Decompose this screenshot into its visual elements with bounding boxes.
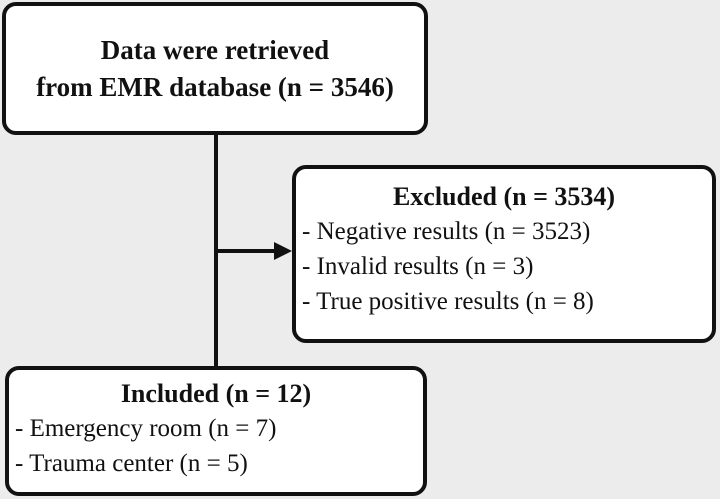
excluded-item-negative: - Negative results (n = 3523): [302, 218, 591, 245]
retrieved-line-2: from EMR database (n = 3546): [36, 71, 394, 102]
retrieved-line-1: Data were retrieved: [100, 34, 330, 65]
included-heading: Included (n = 12): [120, 379, 312, 408]
excluded-list: - Negative results (n = 3523) - Invalid …: [302, 214, 712, 319]
included-list: - Emergency room (n = 7) - Trauma center…: [15, 411, 423, 481]
excluded-item-invalid: - Invalid results (n = 3): [302, 253, 534, 280]
included-item-emergency-room: - Emergency room (n = 7): [15, 415, 277, 442]
retrieved-box: Data were retrieved from EMR database (n…: [2, 2, 428, 135]
included-item-trauma-center: - Trauma center (n = 5): [15, 450, 248, 477]
arrow-right-icon: [274, 242, 292, 260]
included-box: Included (n = 12) - Emergency room (n = …: [5, 366, 427, 496]
excluded-item-true-positive: - True positive results (n = 8): [302, 288, 594, 315]
excluded-heading: Excluded (n = 3534): [392, 182, 616, 211]
excluded-box: Excluded (n = 3534) - Negative results (…: [292, 165, 716, 343]
